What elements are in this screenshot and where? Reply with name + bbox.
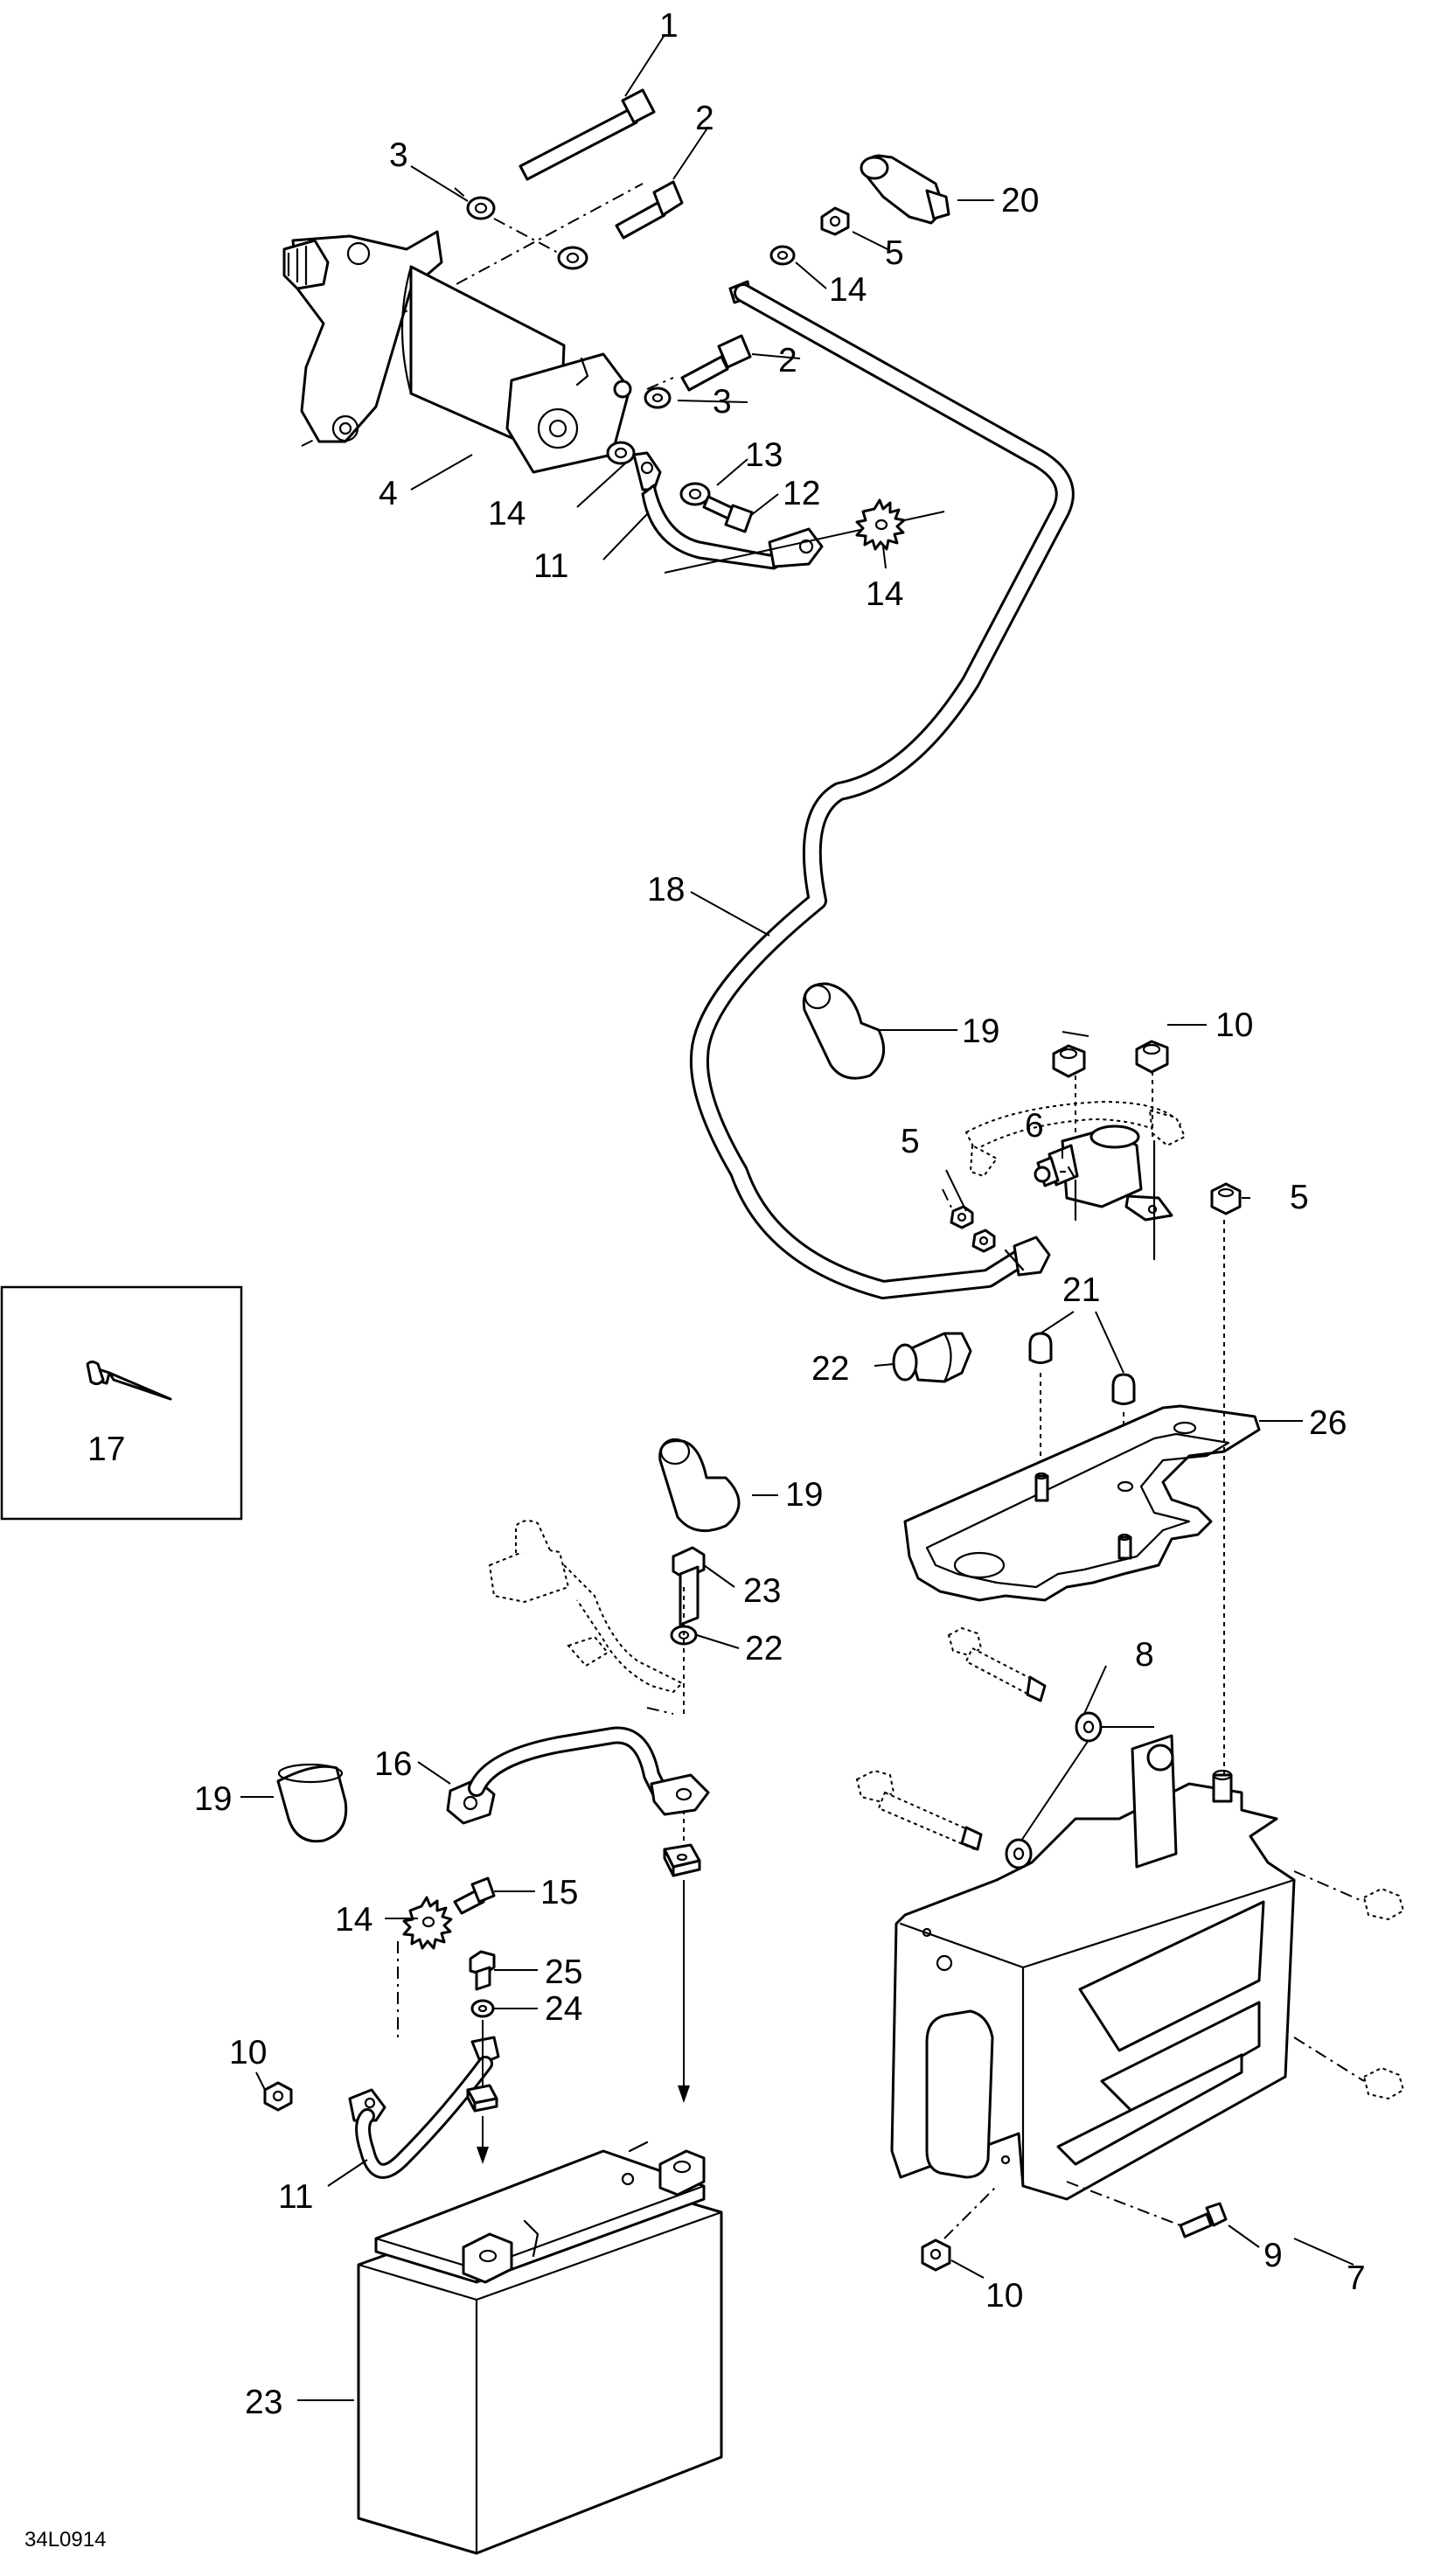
terminal-cover-19-upper (802, 982, 886, 1080)
washer-3-mid (557, 246, 588, 270)
callout-11-upper: 11 (533, 547, 569, 585)
washers-8 (1005, 1711, 1103, 1869)
nut-10-tray (921, 2185, 998, 2272)
washer-3-lower (644, 386, 672, 409)
callout-19-lower: 19 (194, 1780, 232, 1818)
battery-23 (357, 2141, 723, 2555)
callout-25: 25 (545, 1953, 582, 1991)
star-washer-14-lower (402, 1896, 453, 1950)
terminal-boot-22-upper (892, 1332, 972, 1383)
ground-cable-11-lower (348, 1941, 500, 2179)
callout-22-lower: 22 (745, 1630, 783, 1667)
callout-10-left: 10 (229, 2034, 267, 2071)
callout-19-mid: 19 (785, 1476, 823, 1514)
washer-13 (679, 482, 711, 506)
bolt-1 (519, 88, 656, 181)
callout-11-lower: 11 (278, 2178, 314, 2216)
callout-2-lower: 2 (778, 342, 797, 379)
frame-nuts-ghost (1293, 1870, 1405, 2100)
reference-code: 34L0914 (24, 2528, 106, 2552)
callout-7: 7 (1347, 2259, 1366, 2297)
bolt-2-lower (646, 334, 752, 392)
callout-5-solenoid: 5 (901, 1123, 920, 1160)
callout-24: 24 (545, 1990, 582, 2028)
washer-14-upper (769, 245, 796, 266)
callout-1: 1 (659, 7, 679, 45)
inset-frame (0, 1285, 243, 1521)
nut-5-battery-stud (1210, 1182, 1242, 1215)
rubber-pins-21 (1028, 1332, 1136, 1526)
callout-14-cable: 14 (866, 575, 903, 613)
callout-23-battery: 23 (245, 2384, 282, 2421)
fir-tree-clip-17 (86, 1361, 172, 1401)
callout-16: 16 (374, 1745, 412, 1783)
bolt-23-terminal (672, 1546, 706, 1626)
washer-24 (470, 1999, 495, 2018)
callout-18: 18 (647, 871, 685, 909)
square-nut-terminal (663, 1843, 701, 1877)
callout-3-lower: 3 (713, 383, 732, 421)
callout-5-upper: 5 (885, 234, 904, 272)
callout-8: 8 (1135, 1636, 1154, 1674)
battery-cable-16 (446, 1707, 710, 1825)
callout-9: 9 (1263, 2237, 1283, 2274)
wiring-harness-connector (488, 1520, 684, 1694)
callout-3-upper: 3 (389, 136, 408, 174)
star-washer-14-cable (855, 498, 906, 551)
callout-10-tray: 10 (985, 2277, 1023, 2315)
callout-5-stud: 5 (1290, 1179, 1309, 1216)
bolt-2-upper (615, 180, 684, 240)
assembly-arrow-positive (678, 1587, 690, 2103)
battery-tray-7 (890, 1220, 1296, 2201)
nut-5-upper (820, 206, 850, 236)
callout-17: 17 (87, 1431, 125, 1468)
solenoid-relay-6 (964, 1071, 1187, 1261)
hex-bolts-8 (855, 1626, 1047, 1851)
callout-2-upper: 2 (695, 100, 714, 137)
callout-12: 12 (783, 475, 820, 512)
positive-cable-18 (689, 280, 1075, 1299)
bolt-25 (469, 1950, 496, 1991)
square-nut-battery-neg (466, 2020, 498, 2164)
callout-4: 4 (379, 475, 398, 512)
callout-10-solenoid: 10 (1215, 1006, 1253, 1044)
terminal-cover-19-lower (276, 1763, 348, 1843)
starter-motor (282, 183, 644, 474)
callout-19-upper: 19 (962, 1013, 999, 1050)
terminal-boot-20 (860, 154, 950, 225)
callout-22-upper: 22 (811, 1350, 849, 1388)
callout-14-upper: 14 (829, 271, 867, 309)
callout-20: 20 (1001, 182, 1039, 219)
callout-26: 26 (1309, 1404, 1347, 1442)
callout-labels: 1 2 2 3 3 4 5 5 5 6 7 8 9 10 10 10 11 11… (24, 7, 1366, 2552)
bracket-26 (903, 1404, 1261, 1602)
bolt-9 (1066, 2181, 1228, 2238)
nuts-10-solenoid (1052, 1040, 1169, 1078)
leader-lines (240, 34, 1354, 2401)
bolt-15 (453, 1876, 496, 1915)
callout-14-lower: 14 (335, 1901, 372, 1939)
terminal-nuts-5-solenoid (942, 1188, 996, 1253)
callout-23-bolt: 23 (743, 1572, 781, 1610)
callout-14-starter: 14 (488, 495, 526, 533)
bolt-12 (702, 495, 754, 533)
callout-13: 13 (745, 436, 783, 474)
nut-10-lower-left (263, 2081, 293, 2112)
washer-3-upper (454, 187, 560, 254)
callout-6: 6 (1025, 1107, 1044, 1145)
callout-21: 21 (1062, 1271, 1100, 1309)
terminal-cover-19-mid (658, 1438, 741, 1533)
callout-15: 15 (540, 1874, 578, 1911)
lock-washer-14-starter (606, 441, 636, 465)
